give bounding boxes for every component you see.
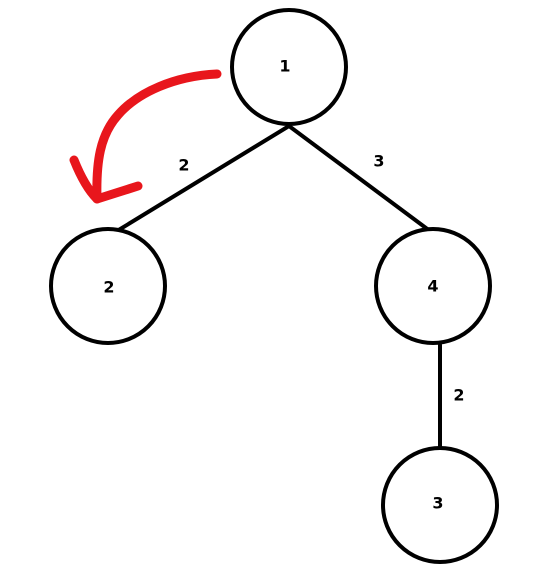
node-right-grandchild-label: 3 [432,494,443,513]
node-left-child: 2 [49,227,167,345]
edge-weight-right-to-grandchild: 2 [453,386,464,405]
edge-weight-root-to-left: 2 [178,156,189,175]
curved-arrow-shaft [92,69,222,204]
node-right-child-label: 4 [427,277,438,296]
node-root: 1 [230,8,348,126]
edge-root-to-left [115,124,291,233]
node-right-child: 4 [374,227,492,345]
edge-root-to-right [287,124,432,233]
node-left-child-label: 2 [103,278,114,297]
curved-arrow-head [69,155,143,204]
edge-weight-root-to-right: 3 [373,152,384,171]
curved-arrow-annotation [69,69,222,204]
node-right-grandchild: 3 [381,446,499,564]
node-root-label: 1 [279,57,290,76]
